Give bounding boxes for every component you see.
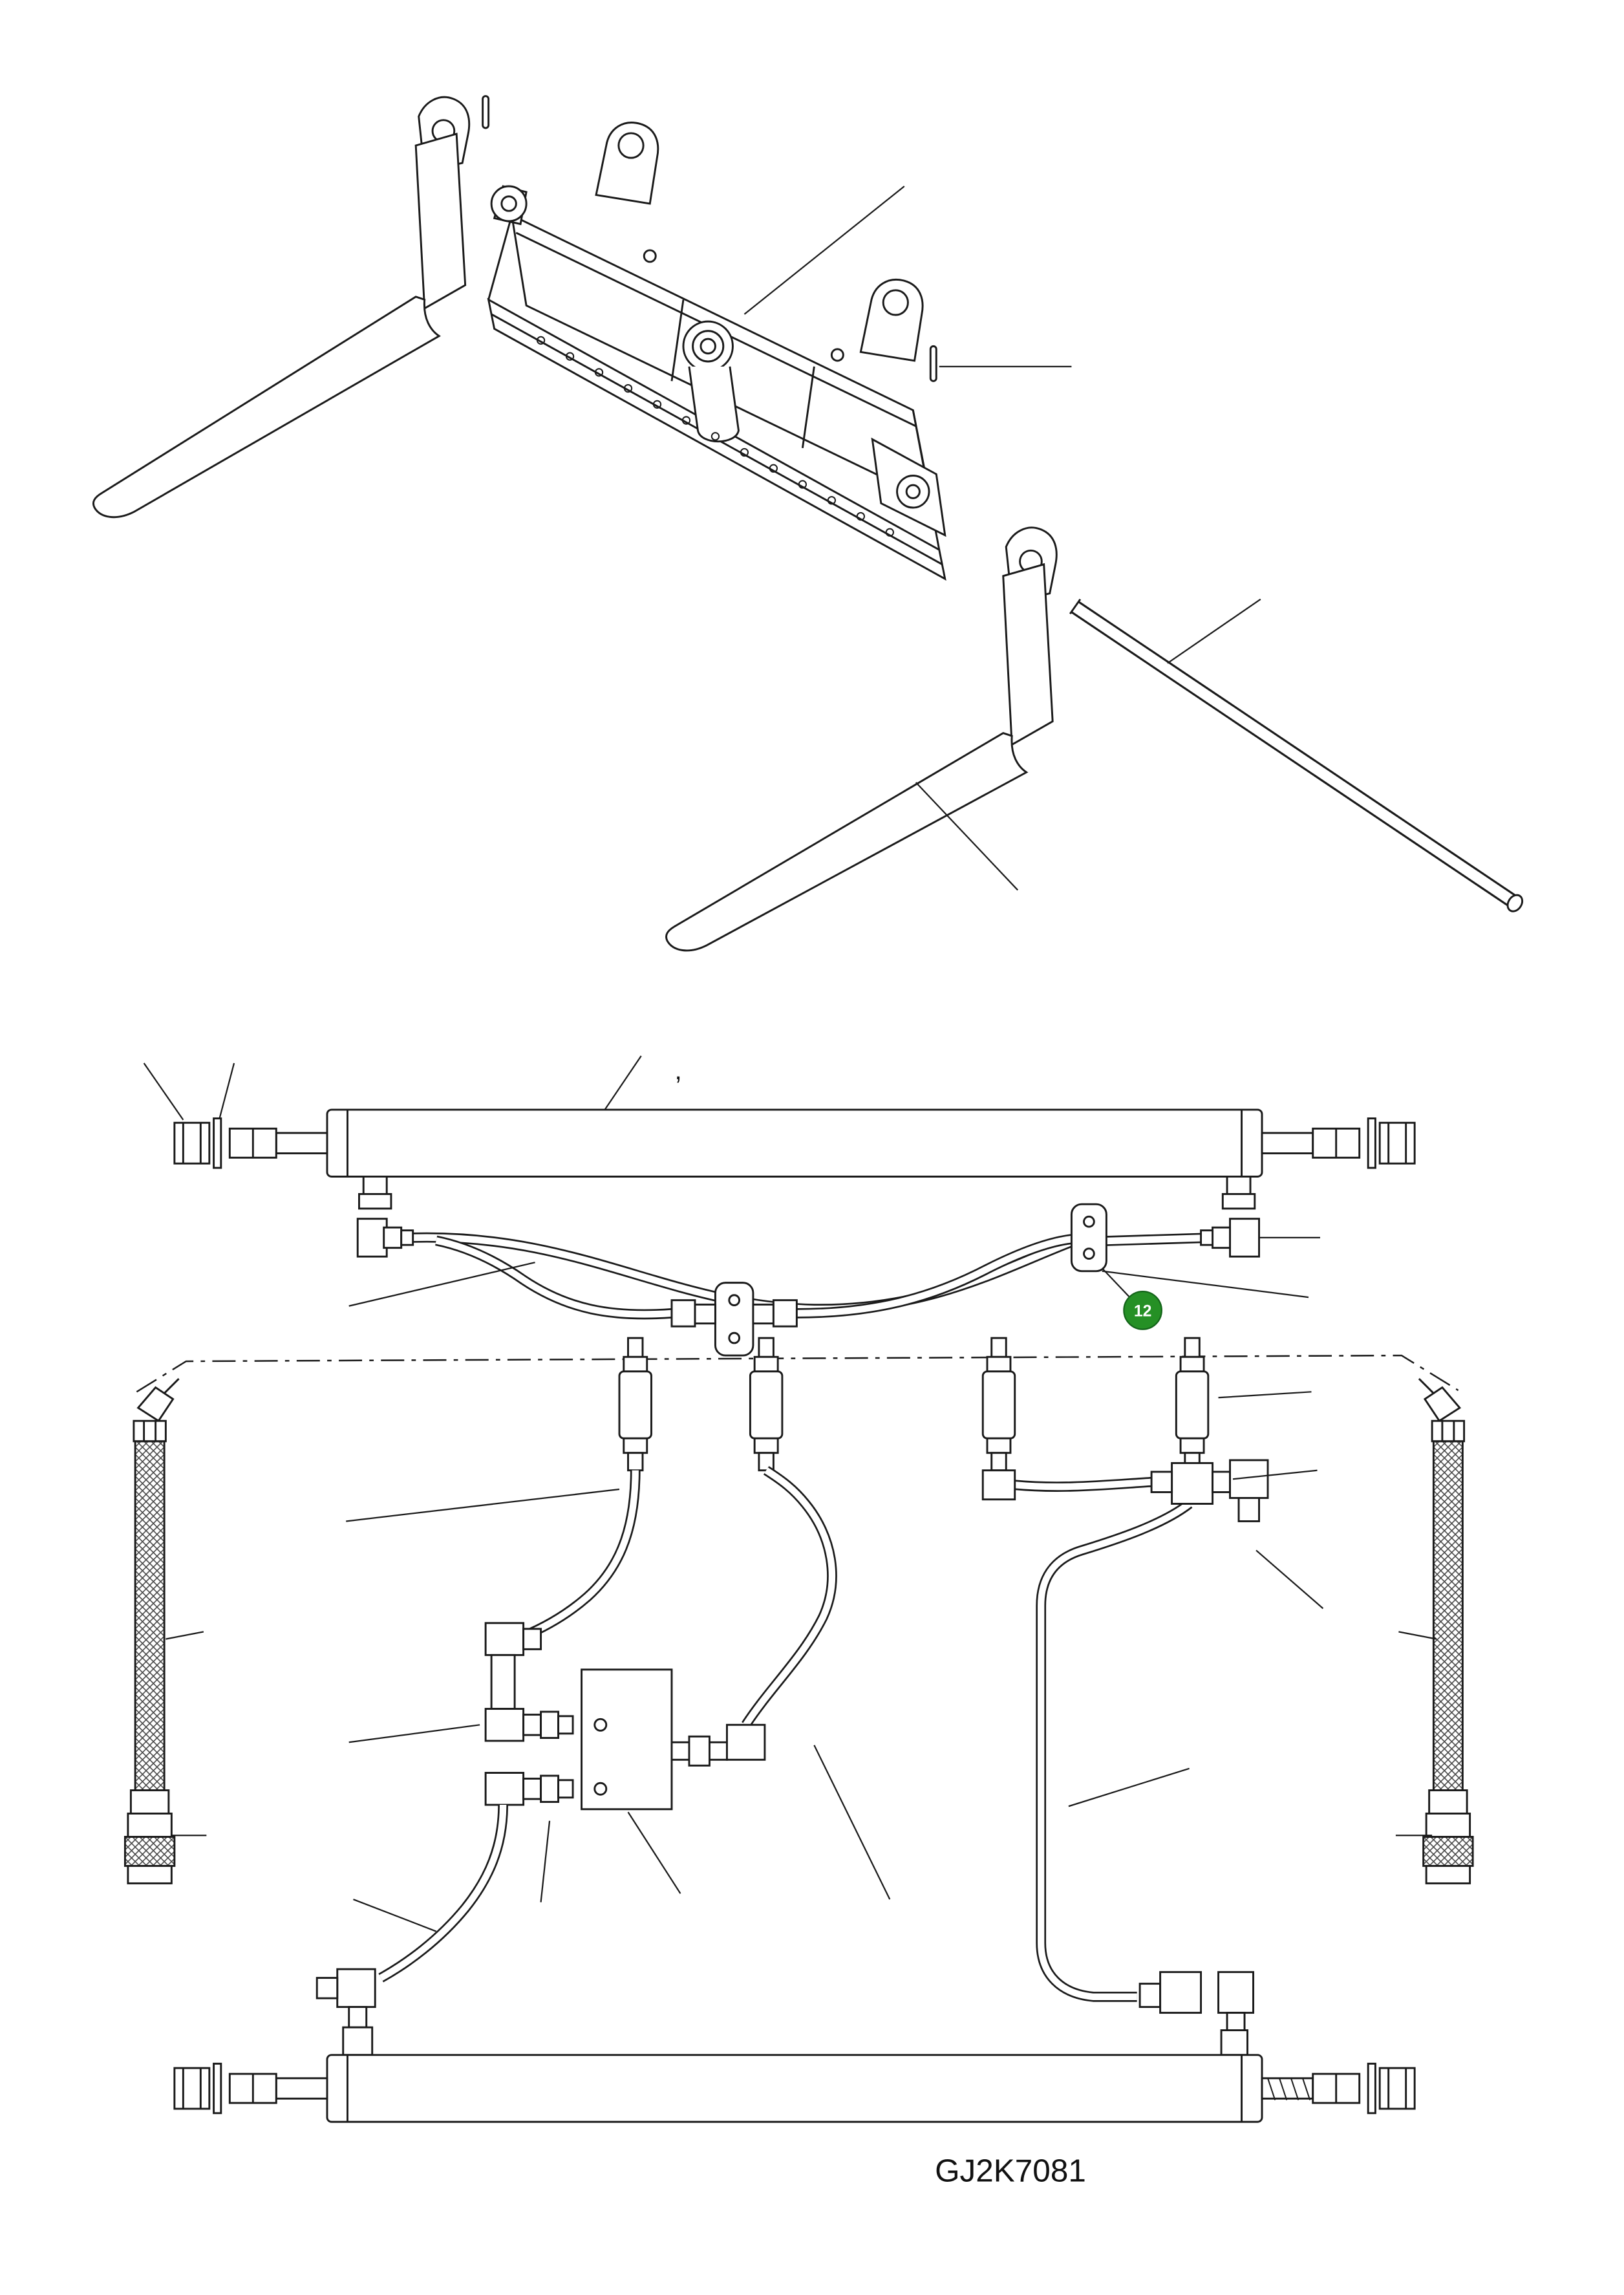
hose-valve3-to-tee xyxy=(981,1469,1152,1501)
bottom-cylinder xyxy=(173,2054,1416,2123)
figure-code: GJ2K7081 xyxy=(935,2153,1086,2188)
hose-bottom-left xyxy=(315,1804,508,2056)
elbow-stack-left xyxy=(484,1622,574,1806)
tee-fitting-right xyxy=(1150,1459,1269,1522)
braided-hose-right xyxy=(1418,1377,1474,1884)
manifold-block xyxy=(581,1668,766,1811)
retaining-pin-top xyxy=(482,95,490,129)
top-cylinder xyxy=(173,1108,1416,1210)
hose-loop-right xyxy=(1036,1500,1193,2002)
fork-tine-right xyxy=(665,526,1058,952)
braided-hose-left xyxy=(123,1377,180,1884)
fork-carriage-frame xyxy=(487,122,946,581)
leader-lines-hydraulics xyxy=(143,1055,1437,1932)
hose-valve2-to-manifold xyxy=(742,1466,837,1728)
top-cylinder-elbow-left xyxy=(356,1218,414,1258)
hose-valve1-to-manifold xyxy=(521,1470,641,1641)
inline-valve-2 xyxy=(749,1337,784,1472)
callout-12-circle[interactable] xyxy=(1123,1291,1162,1330)
inline-valve-3 xyxy=(981,1337,1016,1472)
top-cylinder-elbow-right xyxy=(1200,1218,1260,1258)
boundary-line xyxy=(136,1354,1459,1393)
elbow-fitting-bottom-right xyxy=(1138,1971,1254,2056)
leader-lines-top-assembly xyxy=(743,186,1261,891)
callout-12-number: 12 xyxy=(1134,1302,1152,1320)
inline-valve-4 xyxy=(1175,1337,1210,1472)
retaining-pin-right xyxy=(929,345,937,382)
stray-tick: , xyxy=(674,1055,681,1085)
fork-stopper-rod xyxy=(1069,598,1524,912)
hose-clamp-plate xyxy=(1070,1203,1107,1273)
callout-12-balloon[interactable]: 12 xyxy=(1101,1267,1162,1330)
center-clamp-plate xyxy=(670,1282,798,1357)
inline-valve-1 xyxy=(618,1337,652,1472)
fork-tine-left xyxy=(92,96,471,519)
